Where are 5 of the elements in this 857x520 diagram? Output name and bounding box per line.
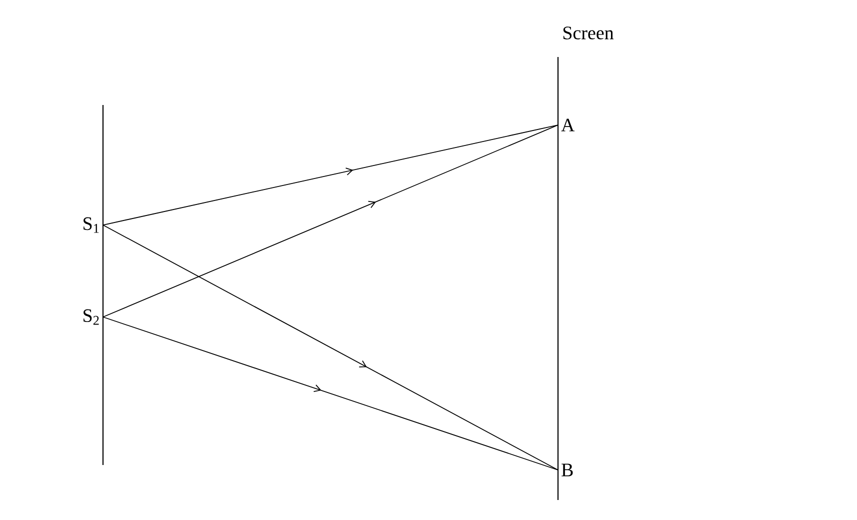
point-label: S$_{1}$: [84, 217, 99, 233]
point-label: S$_{2}$: [84, 309, 99, 325]
point-label: A: [561, 118, 575, 132]
point-label: B: [562, 464, 573, 476]
screen-label: Screen: [563, 26, 614, 40]
